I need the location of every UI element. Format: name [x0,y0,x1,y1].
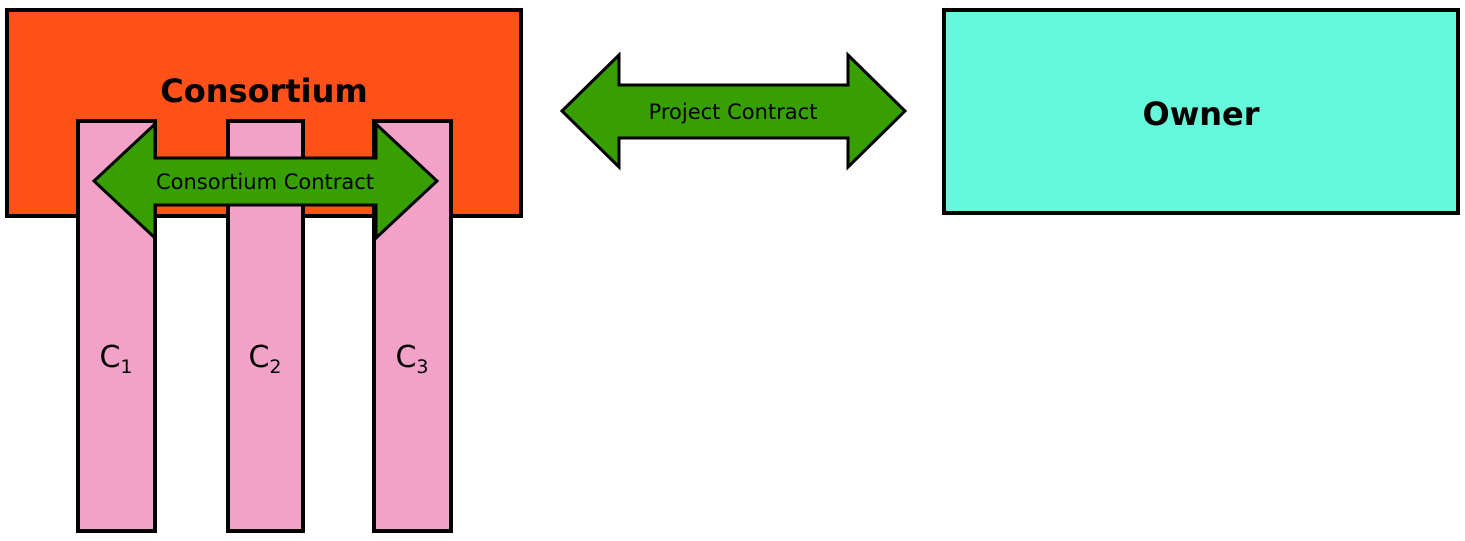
consortium-title: Consortium [160,72,367,110]
member-index-1: 1 [120,356,132,378]
consortium-contract-arrow [91,120,440,242]
member-letter-2: C [248,340,269,375]
project-contract-label: Project Contract [649,100,818,124]
owner-box [942,8,1460,215]
owner-title: Owner [1142,95,1259,133]
member-label-1: C1 [99,340,132,378]
consortium-contract-label: Consortium Contract [156,170,374,194]
project-contract-arrow [559,51,908,171]
member-index-3: 3 [416,356,428,378]
member-index-2: 2 [269,356,281,378]
member-letter-3: C [395,340,416,375]
member-label-3: C3 [395,340,428,378]
member-label-2: C2 [248,340,281,378]
member-letter-1: C [99,340,120,375]
